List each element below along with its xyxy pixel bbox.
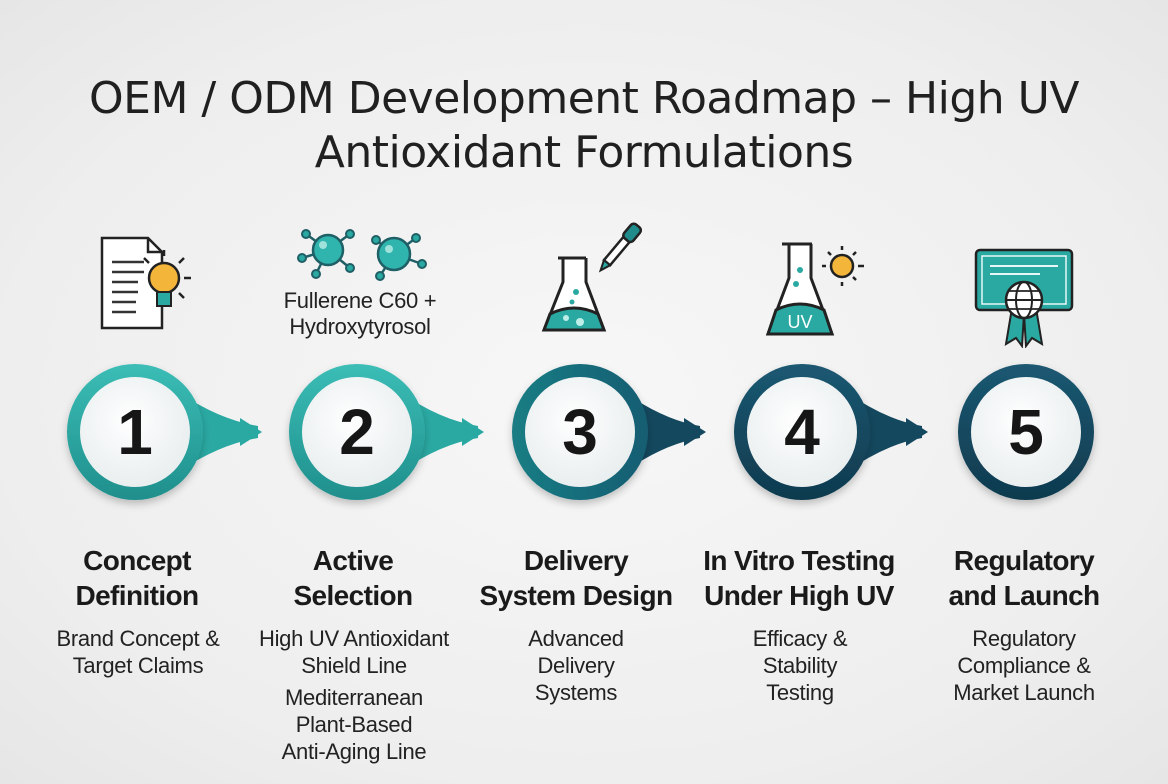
- step-center-4: [747, 377, 857, 487]
- step-description: High UV Antioxidant Shield Line: [259, 626, 449, 678]
- molecule-label: Fullerene C60 + Hydroxytyrosol: [283, 288, 437, 339]
- step-title: Concept Definition: [75, 545, 199, 611]
- step-title: In Vitro Testing Under High UV: [703, 545, 895, 611]
- step-title: Delivery System Design: [479, 545, 674, 611]
- step-center-5: [971, 377, 1081, 487]
- step-description: Efficacy & Stability Testing: [752, 626, 848, 705]
- page-title: OEM / ODM Development Roadmap – High UV …: [89, 73, 1079, 178]
- step-number: 4: [784, 396, 820, 468]
- document-lightbulb-icon: [100, 236, 191, 330]
- step-center-1: [80, 377, 190, 487]
- step-number: 2: [339, 396, 375, 468]
- step-description: Mediterranean Plant-Based Anti-Aging Lin…: [281, 685, 427, 764]
- flask-dropper-icon: [541, 222, 643, 332]
- step-number: 3: [562, 396, 598, 468]
- molecule-icon: [297, 229, 427, 281]
- uv-flask-sun-icon: UV: [765, 242, 864, 336]
- step-description: Regulatory Compliance & Market Launch: [953, 626, 1095, 705]
- step-description: Advanced Delivery Systems: [528, 626, 624, 705]
- step-title: Regulatory and Launch: [948, 545, 1100, 611]
- certificate-globe-icon: [974, 248, 1074, 348]
- step-center-3: [525, 377, 635, 487]
- step-center-2: [302, 377, 412, 487]
- step-number: 5: [1008, 396, 1044, 468]
- step-number: 1: [117, 396, 153, 468]
- step-title: Active Selection: [293, 545, 413, 611]
- uv-badge: UV: [787, 312, 812, 332]
- step-description: Brand Concept & Target Claims: [56, 626, 220, 678]
